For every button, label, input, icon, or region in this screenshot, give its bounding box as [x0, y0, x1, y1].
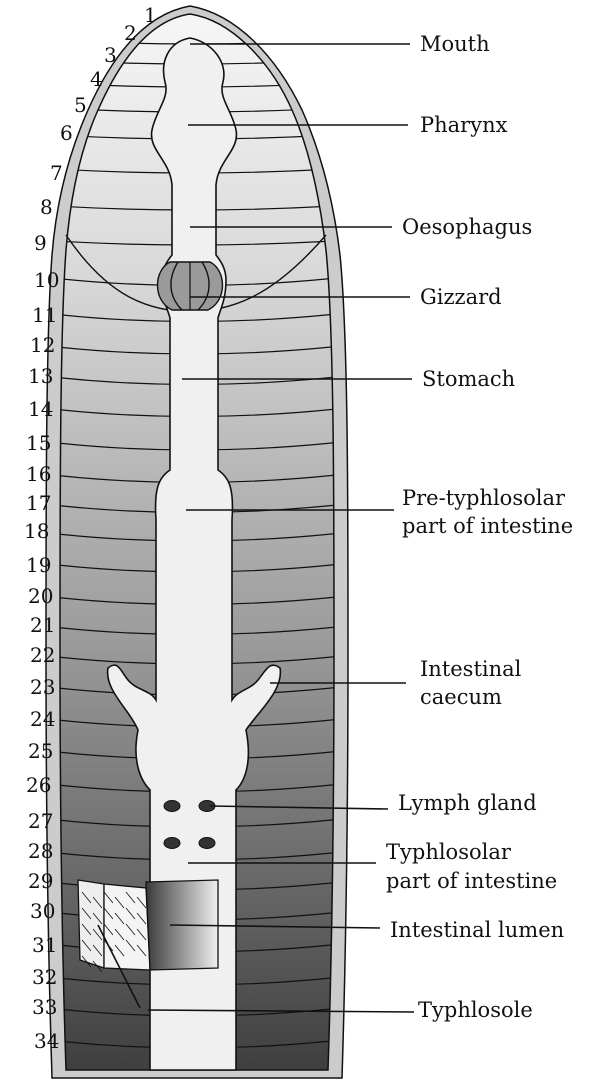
- segment-number: 11: [32, 303, 57, 327]
- segment-number: 25: [28, 739, 53, 763]
- label-caecum-1: Intestinal: [420, 657, 522, 681]
- label-pre-typhlosolar-1: Pre-typhlosolar: [402, 486, 566, 510]
- segment-number: 1: [144, 3, 157, 27]
- segment-number: 23: [30, 675, 55, 699]
- segment-number: 22: [30, 643, 55, 667]
- segment-number: 29: [28, 869, 53, 893]
- segment-number: 7: [50, 161, 63, 185]
- label-caecum-2: caecum: [420, 685, 502, 709]
- segment-number: 10: [34, 268, 59, 292]
- segment-number: 20: [28, 584, 53, 608]
- segment-number: 15: [26, 431, 51, 455]
- lymph-gland-dot: [199, 838, 215, 849]
- segment-number: 12: [30, 333, 55, 357]
- segment-number: 17: [26, 491, 51, 515]
- label-oesophagus: Oesophagus: [402, 215, 532, 239]
- segment-number: 3: [104, 43, 117, 67]
- segment-number: 31: [32, 933, 57, 957]
- segment-number: 32: [32, 965, 57, 989]
- label-pre-typhlosolar-2: part of intestine: [402, 514, 573, 538]
- segment-number: 26: [26, 773, 51, 797]
- segment-number: 9: [34, 231, 47, 255]
- segment-number: 14: [28, 397, 53, 421]
- label-typhlosolar-2: part of intestine: [386, 869, 557, 893]
- segment-number: 16: [26, 462, 51, 486]
- segment-number: 34: [34, 1029, 59, 1053]
- label-lymph-gland: Lymph gland: [398, 791, 537, 815]
- segment-number: 28: [28, 839, 53, 863]
- segment-number: 4: [90, 67, 103, 91]
- label-typhlosole: Typhlosole: [418, 998, 533, 1022]
- segment-number: 6: [60, 121, 73, 145]
- segment-number: 30: [30, 899, 55, 923]
- lymph-gland-dot: [164, 801, 180, 812]
- label-intestinal-lumen: Intestinal lumen: [390, 918, 564, 942]
- segment-number: 2: [124, 21, 137, 45]
- segment-number: 21: [30, 613, 55, 637]
- segment-number: 19: [26, 553, 51, 577]
- segment-number: 18: [24, 519, 49, 543]
- segment-number: 5: [74, 93, 87, 117]
- segment-number: 27: [28, 809, 53, 833]
- label-pharynx: Pharynx: [420, 113, 508, 137]
- part-labels: Mouth Pharynx Oesophagus Gizzard Stomach…: [386, 32, 573, 1022]
- segment-number: 24: [30, 707, 55, 731]
- label-typhlosolar-1: Typhlosolar: [386, 840, 512, 864]
- segment-number: 8: [40, 195, 53, 219]
- lymph-gland-dot: [164, 838, 180, 849]
- segment-number: 13: [28, 364, 53, 388]
- segment-number: 33: [32, 995, 57, 1019]
- label-stomach: Stomach: [422, 367, 515, 391]
- label-mouth: Mouth: [420, 32, 490, 56]
- gizzard-shape: [158, 262, 223, 310]
- label-gizzard: Gizzard: [420, 285, 502, 309]
